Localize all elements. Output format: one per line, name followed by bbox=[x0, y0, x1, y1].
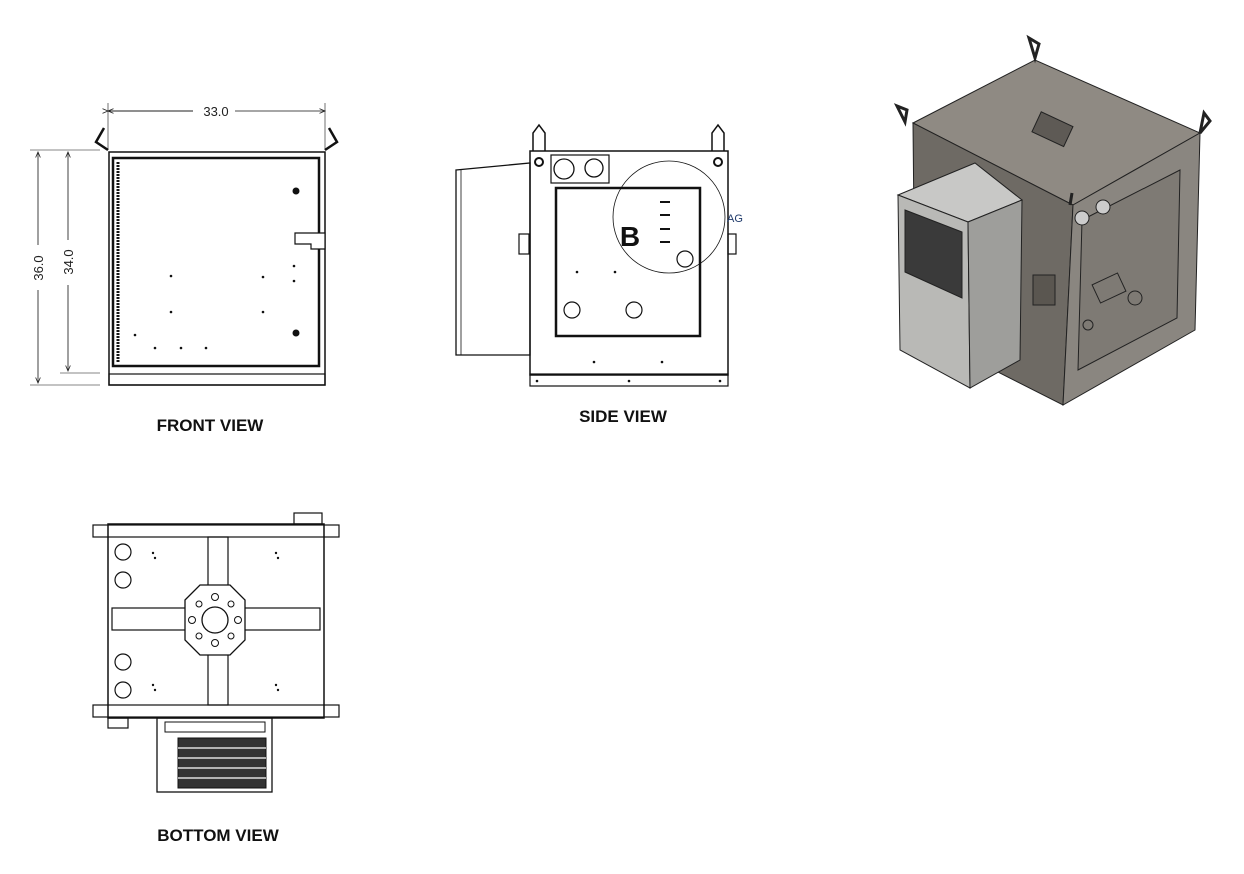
side-view bbox=[455, 123, 737, 387]
bottom-view-title: BOTTOM VIEW bbox=[157, 826, 279, 845]
side-view-title: SIDE VIEW bbox=[579, 407, 667, 426]
isometric-view bbox=[893, 34, 1212, 406]
front-width-dimension: 33.0 bbox=[203, 104, 228, 119]
front-overall-height-dimension: 36.0 bbox=[31, 255, 46, 280]
side-note-label: AG bbox=[727, 213, 743, 225]
front-view-title: FRONT VIEW bbox=[156, 416, 264, 435]
front-body-height-dimension: 34.0 bbox=[61, 249, 76, 274]
detail-callout-label: B bbox=[620, 221, 640, 252]
bottom-view bbox=[92, 512, 340, 793]
front-view bbox=[30, 103, 339, 386]
